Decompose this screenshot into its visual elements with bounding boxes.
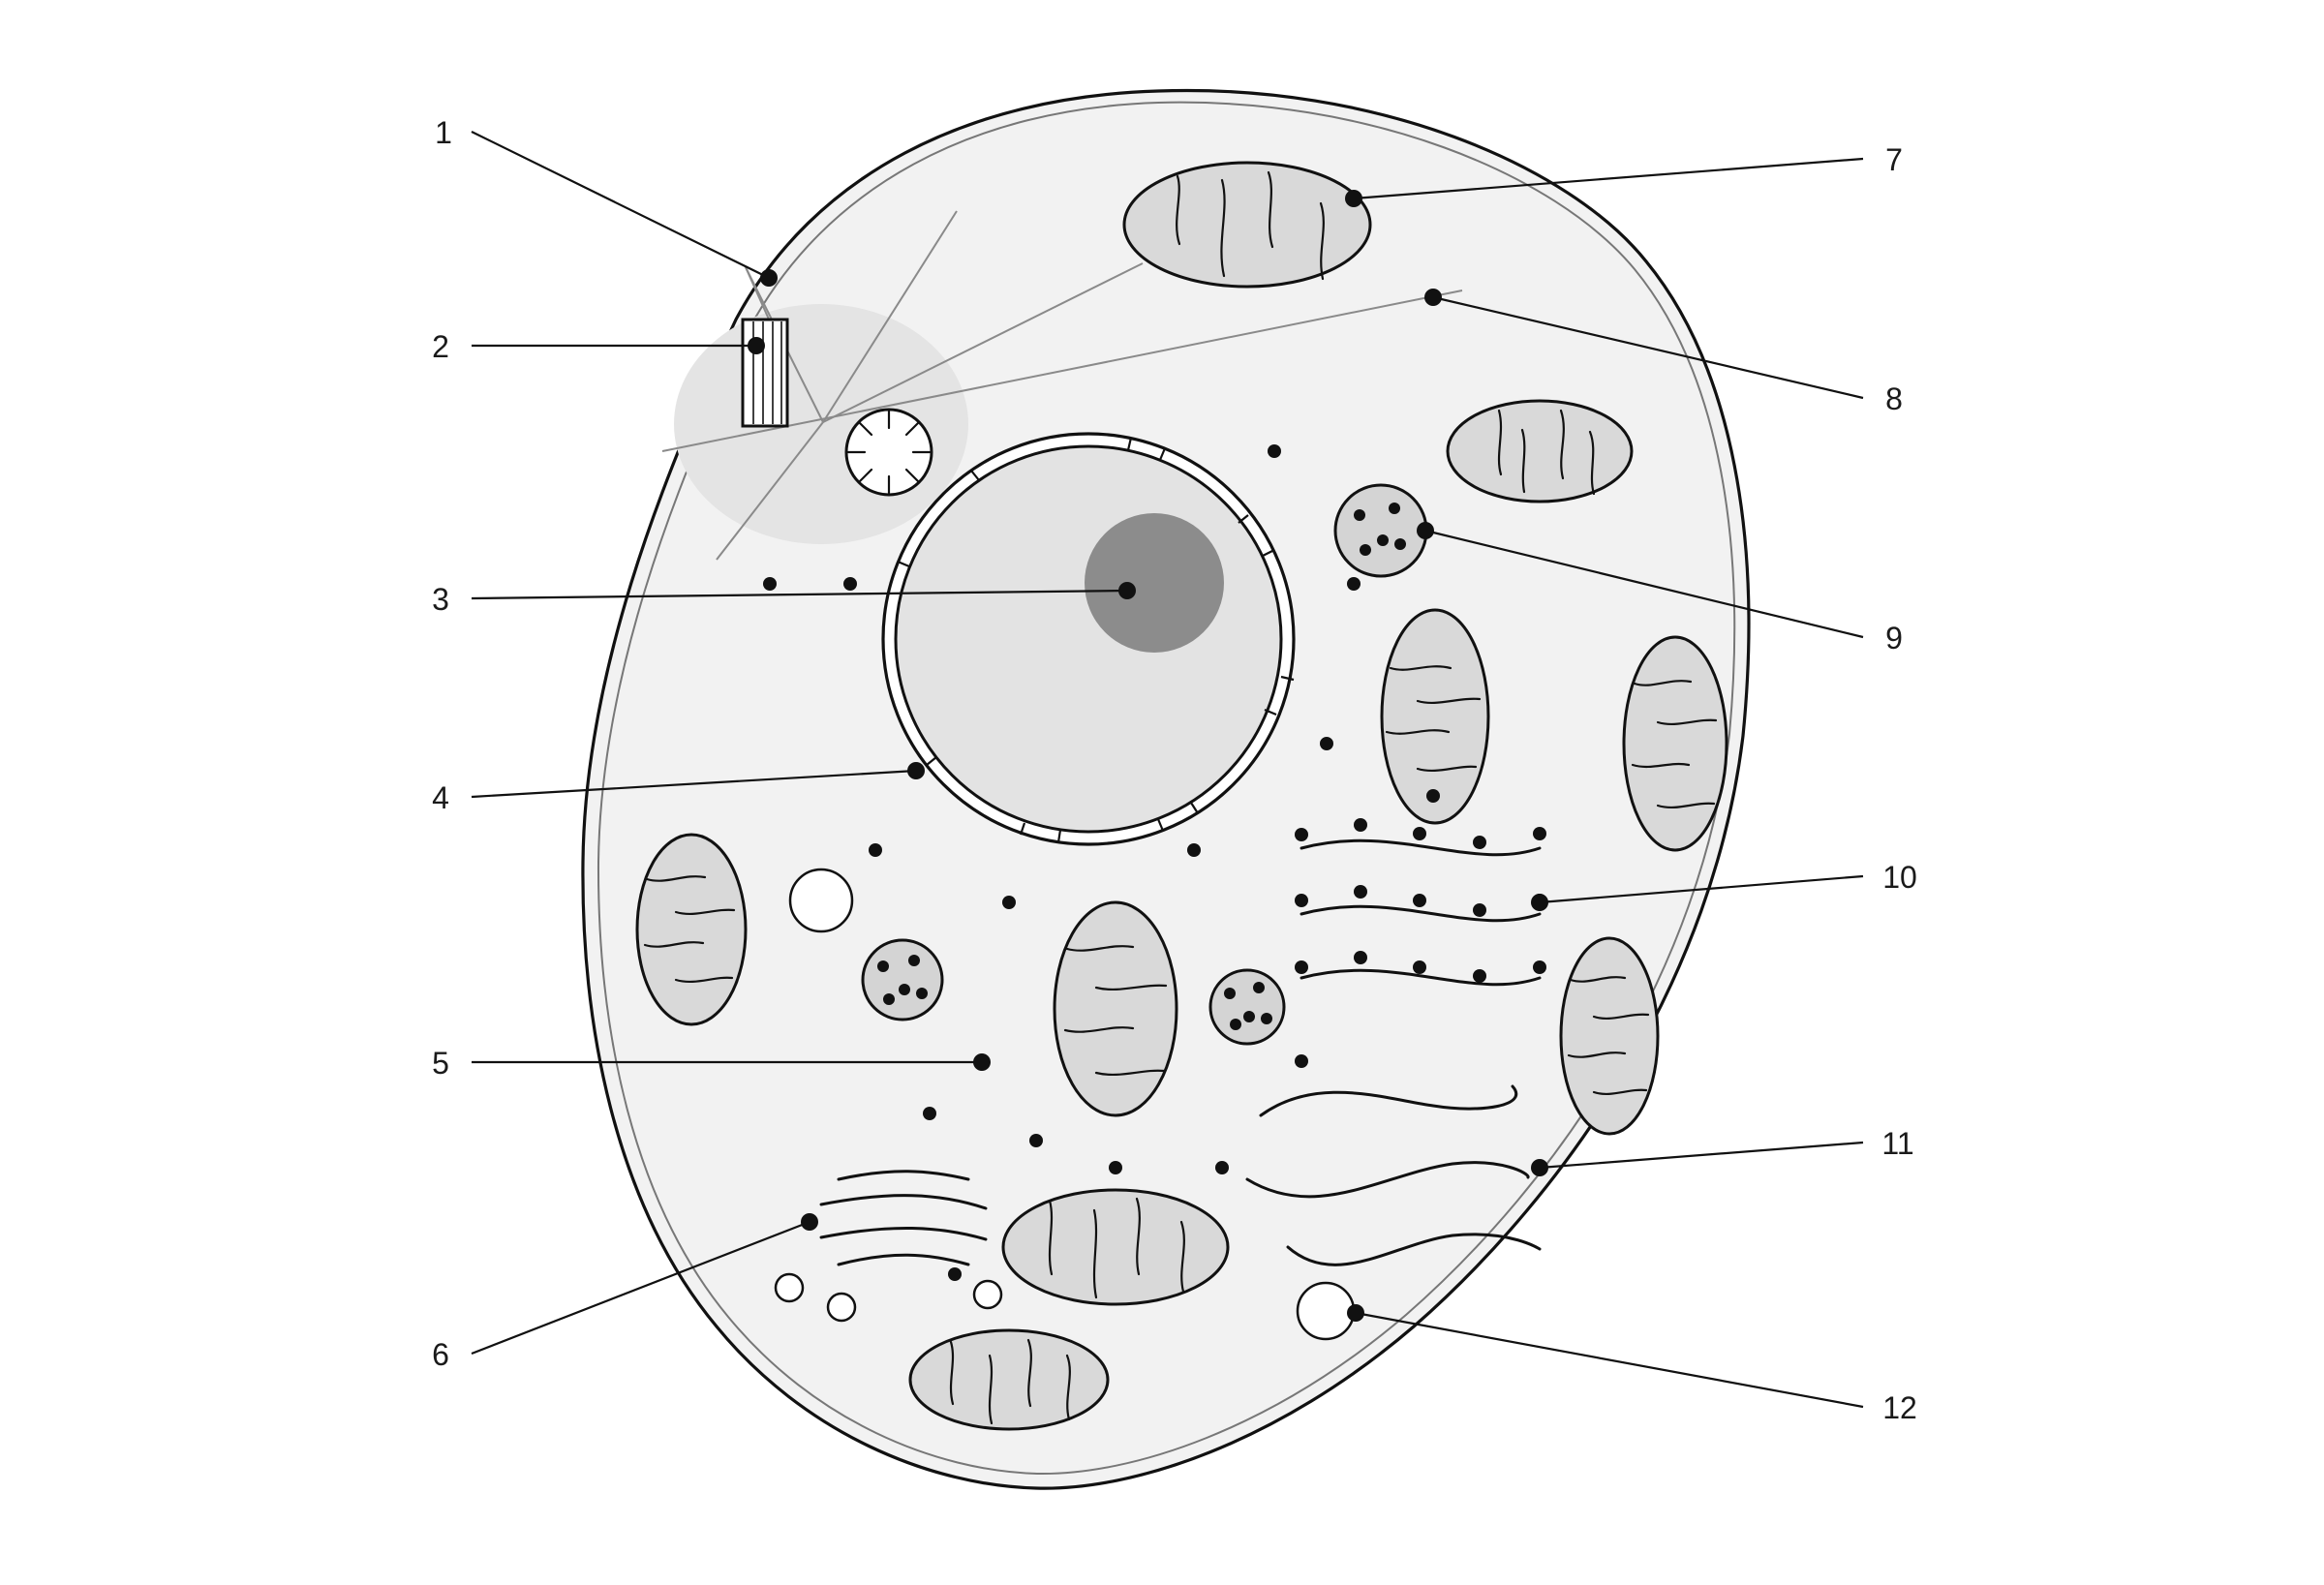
mitochondrion [635, 833, 748, 1026]
vesicle [788, 868, 854, 933]
leader-line-6 [471, 1220, 810, 1356]
vesicle [774, 1272, 805, 1303]
microtubule-filament [822, 210, 958, 423]
label-11: 11 [1881, 1126, 1913, 1161]
free-ribosomes [763, 444, 1440, 1281]
leader-line-4 [471, 769, 917, 799]
mitochondrion [908, 1328, 1110, 1431]
vesicles [774, 868, 1356, 1341]
leader-line-9 [1424, 529, 1864, 639]
leader-line-11 [1539, 1141, 1864, 1170]
microtubule-filament [716, 421, 824, 561]
nucleus [881, 432, 1296, 846]
mitochondrion [1001, 1188, 1230, 1306]
label-3: 3 [432, 582, 449, 617]
leader-lines [471, 131, 1864, 1409]
vesicle [1296, 1281, 1356, 1341]
vesicle [972, 1279, 1003, 1310]
microtubule-filament [822, 262, 1144, 423]
label-7: 7 [1885, 142, 1903, 177]
leader-line-8 [1432, 295, 1864, 400]
label-10: 10 [1882, 860, 1917, 895]
golgi-apparatus [819, 1170, 988, 1266]
leader-line-3 [471, 589, 1128, 600]
nucleolus [1085, 513, 1224, 653]
label-12: 12 [1882, 1390, 1917, 1425]
leader-line-12 [1355, 1311, 1864, 1409]
mitochondrion [1380, 608, 1490, 825]
mitochondrion [1446, 399, 1634, 503]
mitochondrion [1122, 161, 1372, 289]
label-1: 1 [435, 115, 452, 150]
smooth-er [1245, 1084, 1542, 1266]
label-5: 5 [432, 1046, 449, 1081]
centriole [741, 318, 789, 428]
microtubule-filament [661, 290, 1463, 452]
mitochondrion [1559, 936, 1660, 1136]
lysosome [861, 938, 944, 1021]
radial-vesicle [844, 408, 933, 497]
microtubule-filament [745, 266, 771, 322]
vesicle [826, 1292, 857, 1323]
label-4: 4 [432, 780, 449, 815]
label-2: 2 [432, 329, 449, 364]
lysosome [1208, 968, 1286, 1046]
label-9: 9 [1885, 621, 1903, 655]
nuclear-envelope-inner [894, 444, 1283, 834]
leader-line-1 [471, 131, 770, 279]
nuclear-pores [897, 437, 1295, 843]
leader-line-10 [1539, 874, 1864, 904]
label-6: 6 [432, 1337, 449, 1372]
label-numbers: 1 2 3 4 5 6 7 8 9 10 11 12 [432, 115, 1917, 1425]
label-8: 8 [1885, 381, 1903, 416]
leader-line-7 [1353, 157, 1864, 200]
mitochondrion [1622, 635, 1728, 852]
lysosome [1333, 483, 1428, 578]
mitochondrion [1053, 900, 1178, 1117]
